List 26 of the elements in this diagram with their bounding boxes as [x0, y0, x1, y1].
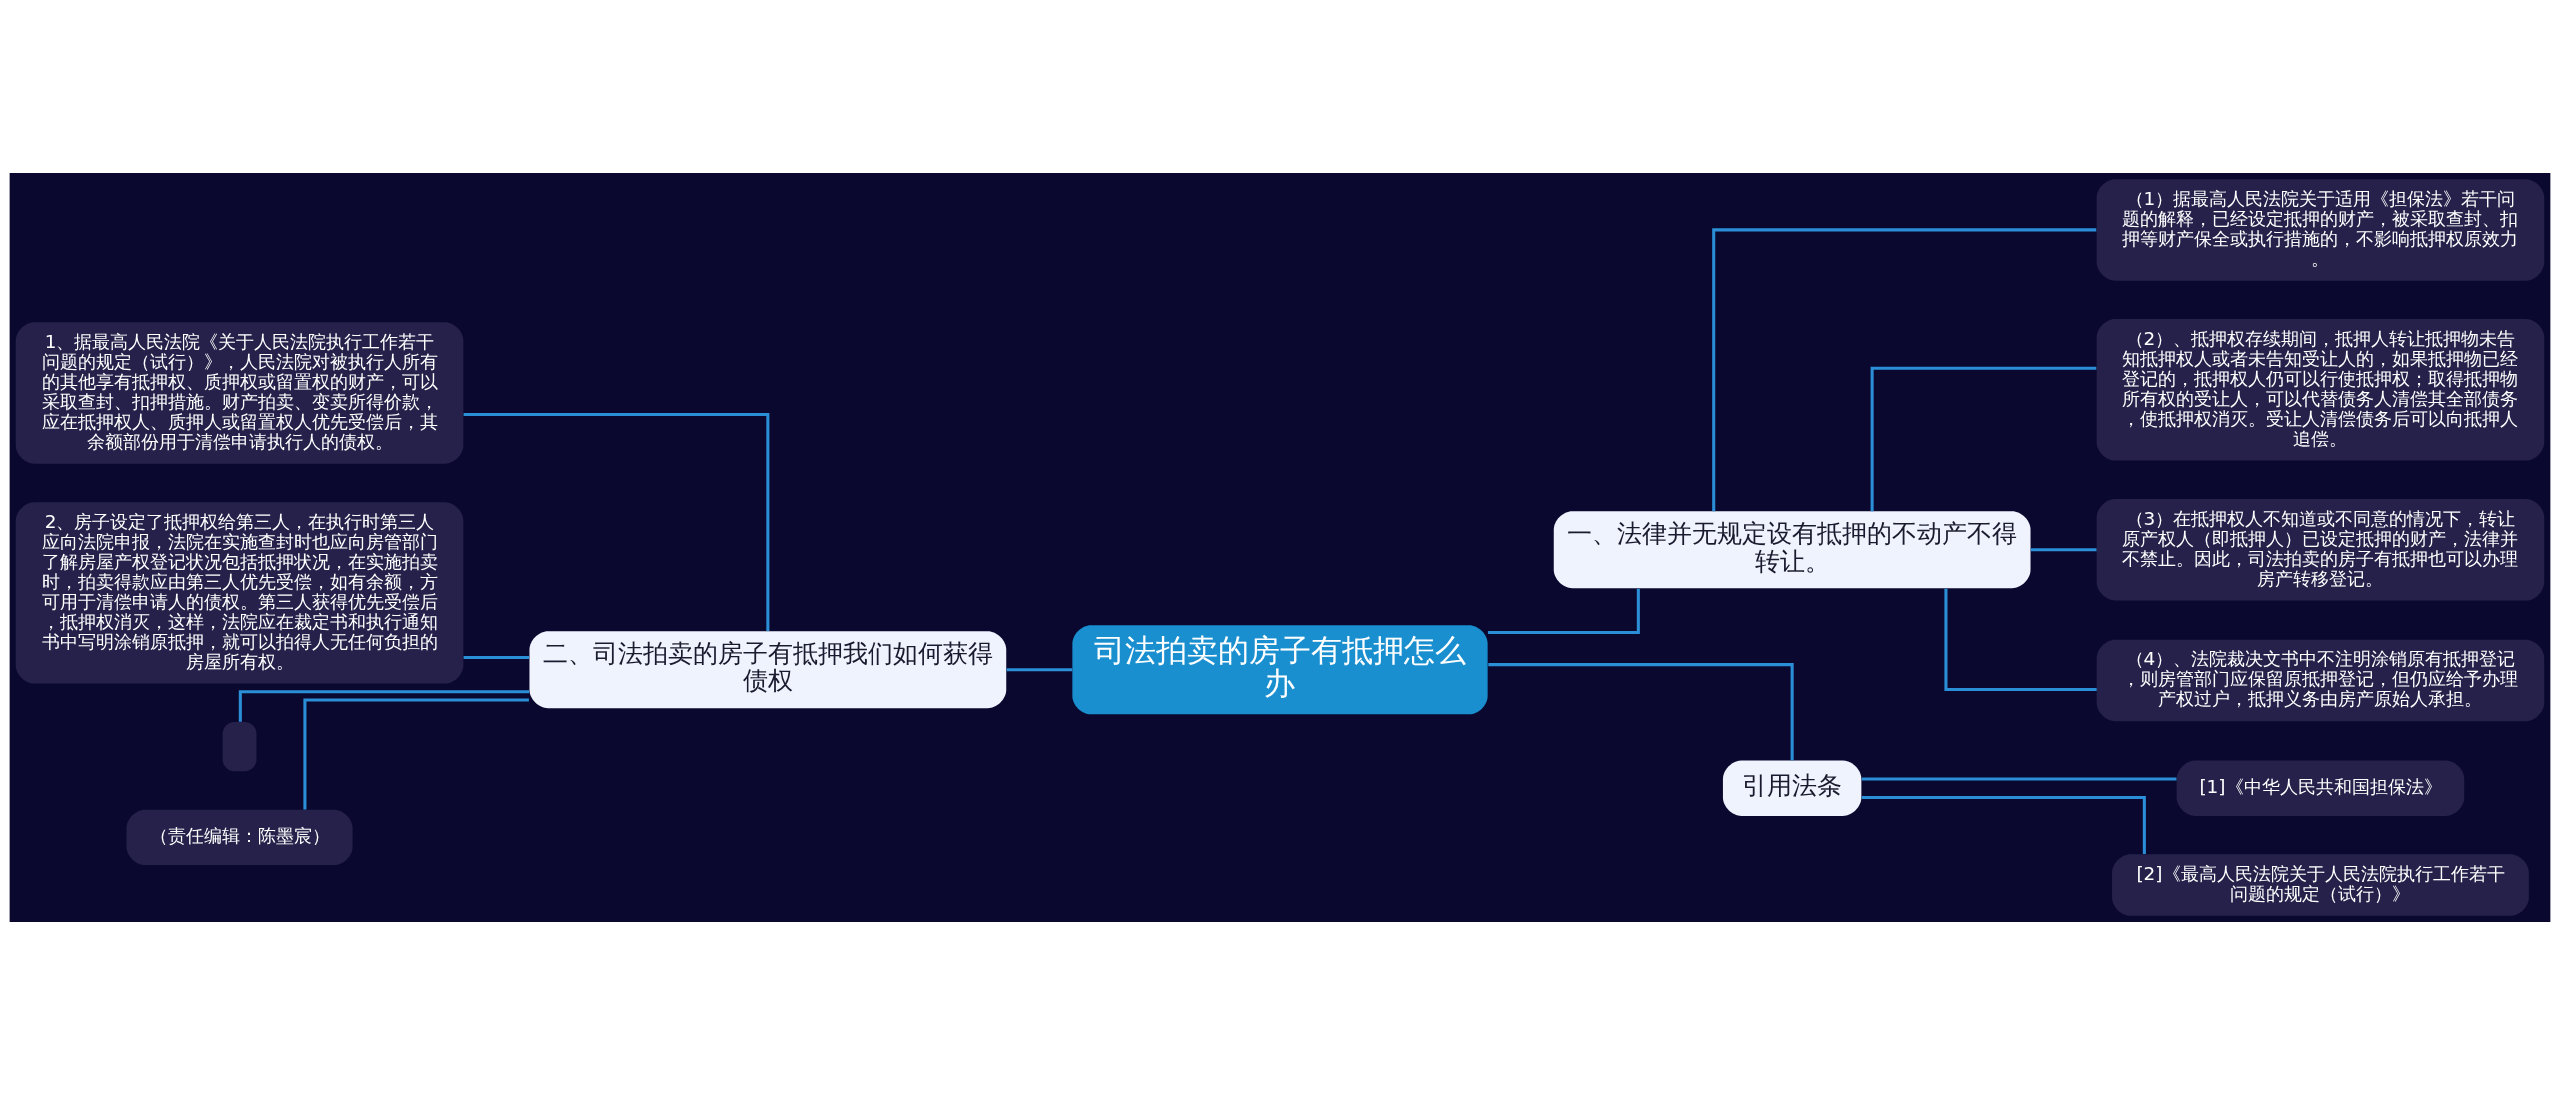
- node-box: 1、据最高人民法院《关于人民法院执行工作若干问题的规定（试行）》，人民法院对被执行人所有的其他享有抵押权、质押权或留置权的财产，可以采取查封、扣押措施。财产拍卖、变卖所得价款，应在抵押权人、质押人或留置权人优先受偿后，其余额部份用于清偿申请执行人的债权。: [15, 322, 464, 464]
- node-box: 司法拍卖的房子有抵押怎么办: [1072, 625, 1488, 715]
- connector: [463, 655, 530, 659]
- node-box: （责任编辑：陈墨宸）: [126, 809, 353, 866]
- connector: [1861, 795, 2146, 854]
- connector: [1006, 668, 1073, 672]
- connector: [1861, 777, 2177, 781]
- node-box: （2）、抵押权存续期间，抵押人转让抵押物未告知抵押权人或者未告知受让人的，如果抵押物已经登记的，抵押权人仍可以行使抵押权；取得抵押物所有权的受让人，可以代替债务人清偿其全部债务，使抵押权消灭。受让人清偿债务后可以向抵押人追偿。: [2096, 319, 2545, 461]
- node-box: （1）据最高人民法院关于适用《担保法》若干问题的解释，已经设定抵押的财产，被采取查封、扣押等财产保全或执行措施的，不影响抵押权原效力。: [2096, 179, 2545, 281]
- node-box: 一、法律并无规定设有抵押的不动产不得转让。: [1553, 511, 2031, 589]
- connector: [1944, 588, 2097, 692]
- node-box: 二、司法拍卖的房子有抵押我们如何获得债权: [529, 631, 1007, 709]
- connector: [1712, 228, 2097, 512]
- connector: [1488, 663, 1794, 761]
- node-box: [222, 722, 257, 772]
- node-box: 引用法条: [1722, 760, 1862, 816]
- connector: [303, 698, 529, 810]
- node-box: [2]《最高人民法院关于人民法院执行工作若干问题的规定（试行）》: [2112, 854, 2529, 916]
- connector: [1870, 366, 2097, 512]
- node-box: [1]《中华人民共和国担保法》: [2176, 760, 2465, 816]
- connector: [2030, 548, 2097, 552]
- node-box: （3）在抵押权人不知道或不同意的情况下，转让原产权人（即抵押人）已设定抵押的财产，法律并不禁止。因此，司法拍卖的房子有抵押也可以办理房产转移登记。: [2096, 499, 2545, 601]
- connector: [1487, 588, 1640, 634]
- connector: [463, 412, 770, 631]
- node-box: 2、房子设定了抵押权给第三人，在执行时第三人应向法院申报，法院在实施查封时也应向房管部门了解房屋产权登记状况包括抵押状况，在实施拍卖时，拍卖得款应由第三人优先受偿，如有余额，方可用于清偿申请人的债权。第三人获得优先受偿后，抵押权消灭，这样，法院应在裁定书和执行通知书中写明涂销原抵押，就可以拍得人无任何负担的房屋所有权。: [15, 502, 464, 684]
- node-box: （4）、法院裁决文书中不注明涂销原有抵押登记，则房管部门应保留原抵押登记，但仍应给予办理产权过户，抵押义务由房产原始人承担。: [2096, 639, 2545, 722]
